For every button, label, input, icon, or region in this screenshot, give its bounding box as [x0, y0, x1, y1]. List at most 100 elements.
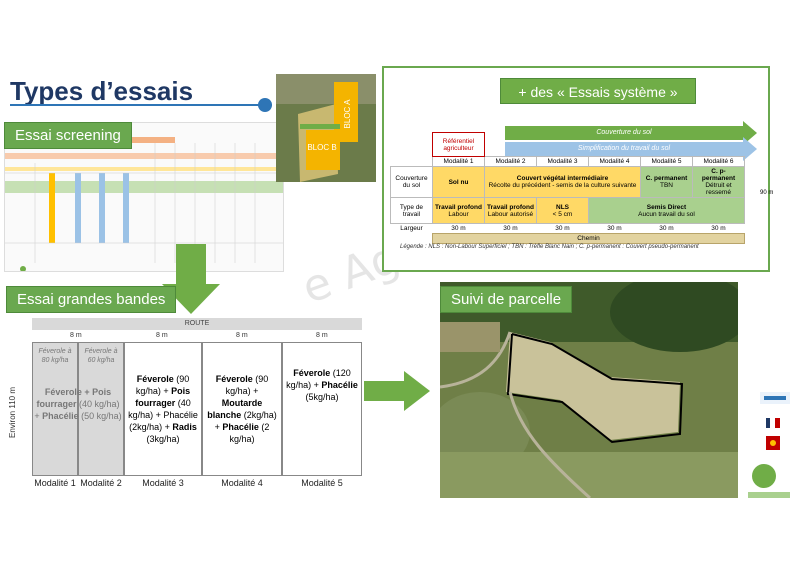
work-m1: Travail profond Labour	[432, 197, 485, 224]
right-arrow-head	[404, 371, 430, 411]
empty-cell	[391, 234, 433, 244]
sheet-col-yellow	[49, 173, 55, 243]
band-col-5-text: Féverole (120 kg/ha) + Phacélie (5kg/ha)	[285, 367, 359, 403]
dose-text: (40 kg/ha) + Phacélie (2kg/ha) +	[128, 397, 198, 433]
band-col-2: Féverole à 60 kg/ha	[78, 342, 124, 476]
band-modality: Modalité 1	[34, 478, 76, 488]
work-m3: NLS < 5 cm	[536, 197, 589, 224]
dose-text: (3kg/ha)	[146, 434, 180, 445]
cover-m5: C. permanent TBN	[640, 166, 693, 198]
parcel-aerial	[440, 282, 738, 498]
sheet-col-blue	[75, 173, 81, 243]
work-m2-sub: Labour autorisé	[487, 210, 534, 218]
width-value: 30 m	[659, 225, 674, 232]
systems-legend: Légende : NLS : Non-Labour Superficiel ;…	[400, 244, 699, 250]
bands-table: ROUTE 8 m 8 m 8 m 8 m Environ 110 m Féve…	[6, 318, 362, 492]
height-label: 90 m	[760, 190, 774, 196]
dose-text: (5kg/ha)	[305, 392, 339, 403]
row-cover-label: Couverture du sol	[390, 166, 433, 198]
sys-modality: Modalité 2	[484, 156, 537, 167]
cover-m6-title: C. p-permanent	[701, 168, 736, 182]
screening-aerial: BLOC A BLOC B	[276, 74, 376, 182]
cover-m5-title: C. permanent	[645, 175, 688, 182]
bloc-b-label: BLOC B	[307, 143, 336, 152]
work-m456-sub: Aucun travail du sol	[638, 210, 695, 218]
sheet-dot	[20, 266, 26, 271]
logo-1	[760, 392, 790, 404]
empty-cell	[485, 133, 745, 157]
cover-arrow: Couverture du sol	[505, 126, 743, 140]
sys-modality: Modalité 1	[432, 156, 485, 167]
band-modality: Modalité 2	[80, 478, 122, 488]
sys-modality: Modalité 4	[588, 156, 641, 167]
phacelie-label: Phacélie	[222, 422, 259, 433]
work-m2-title: Travail profond	[487, 203, 534, 211]
sheet-band-green	[5, 181, 283, 193]
band-col-5: Féverole (120 kg/ha) + Phacélie (5kg/ha)	[282, 342, 362, 476]
band-col-3: Féverole (90 kg/ha) + Pois fourrager (40…	[124, 342, 202, 476]
systems-table: Référentiel agriculteur Modalité 1 Modal…	[390, 132, 745, 244]
radis-label: Radis	[172, 422, 197, 433]
work-m456-title: Semis Direct	[646, 203, 687, 211]
screening-label: Essai screening	[4, 122, 132, 149]
work-m1-title: Travail profond	[435, 203, 482, 211]
ref-farmer: Référentiel agriculteur	[432, 132, 485, 157]
feverole-label: Féverole	[136, 373, 174, 384]
row-work-label: Type de travail	[390, 197, 433, 224]
band-modality: Modalité 5	[301, 478, 343, 488]
moutarde-label: Moutarde blanche	[207, 397, 263, 420]
band-col-4-text: Féverole (90 kg/ha) + Moutarde blanche (…	[205, 373, 279, 446]
cover-m234: Couvert végétal intermédiaire Récolte du…	[484, 166, 641, 198]
width-label: 8 m	[236, 332, 248, 339]
pois-dose: (40 kg/ha) +	[34, 399, 120, 422]
logo-2	[766, 418, 780, 428]
cover-m6: C. p-permanent Détruit et ressemé	[692, 166, 745, 198]
band-col-3-text: Féverole (90 kg/ha) + Pois fourrager (40…	[127, 373, 199, 446]
dose-text: (2kg/ha) +	[214, 410, 277, 433]
sheet-band	[5, 153, 283, 159]
right-arrow	[364, 381, 404, 401]
band-col-12-mix: Féverole + Pois fourrager (40 kg/ha) + P…	[34, 386, 122, 422]
bloc-b-area	[306, 130, 340, 170]
cover-m1: Sol nu	[432, 166, 485, 198]
band-col-1-text: Féverole à 80 kg/ha	[38, 348, 72, 365]
work-m2: Travail profond Labour autorisé	[484, 197, 537, 224]
work-m3-sub: < 5 cm	[552, 210, 573, 218]
band-col-4: Féverole (90 kg/ha) + Moutarde blanche (…	[202, 342, 282, 476]
pois-label: Pois fourrager	[135, 385, 191, 408]
cover-m234-sub: Récolte du précédent - semis de la cultu…	[488, 182, 637, 189]
sys-modality: Modalité 6	[692, 156, 745, 167]
width-value: 30 m	[555, 225, 570, 232]
sys-modality: Modalité 3	[536, 156, 589, 167]
width-value: 30 m	[607, 225, 622, 232]
feverole-label: Féverole	[44, 387, 82, 397]
feverole-label: Féverole	[293, 368, 331, 378]
sheet-band	[5, 167, 283, 171]
feverole-label: Féverole	[215, 373, 253, 384]
width-value: 30 m	[503, 225, 518, 232]
width-value: 30 m	[711, 225, 726, 232]
band-modality: Modalité 4	[221, 478, 263, 488]
parcel-aerial-drawing	[440, 282, 738, 498]
sys-modality: Modalité 5	[640, 156, 693, 167]
sheet-col-blue	[123, 173, 129, 243]
screening-aerial-drawing: BLOC A BLOC B	[276, 74, 376, 182]
empty-cell	[391, 157, 433, 167]
phacelie-label: Phacélie	[321, 380, 358, 391]
chemin-bar: Chemin	[432, 233, 745, 244]
band-col-1: Féverole à 80 kg/ha	[32, 342, 78, 476]
row-width-label: Largeur	[400, 225, 423, 233]
title-dot	[258, 98, 272, 112]
dose-text: (120 kg/ha) +	[286, 368, 351, 391]
logo-3	[766, 436, 780, 450]
dose-text: (90 kg/ha) +	[135, 373, 190, 396]
side-length-label: Environ 110 m	[8, 387, 17, 438]
band-widths: 8 m 8 m 8 m 8 m	[32, 330, 362, 342]
empty-cell	[391, 133, 433, 157]
parcel-label: Suivi de parcelle	[440, 286, 573, 313]
bloc-a-label: BLOC A	[343, 99, 352, 129]
work-m456: Semis Direct Aucun travail du sol	[588, 197, 745, 224]
bands-label: Essai grandes bandes	[6, 286, 177, 313]
sheet-col-blue	[99, 173, 105, 243]
route-label: ROUTE	[32, 318, 362, 330]
